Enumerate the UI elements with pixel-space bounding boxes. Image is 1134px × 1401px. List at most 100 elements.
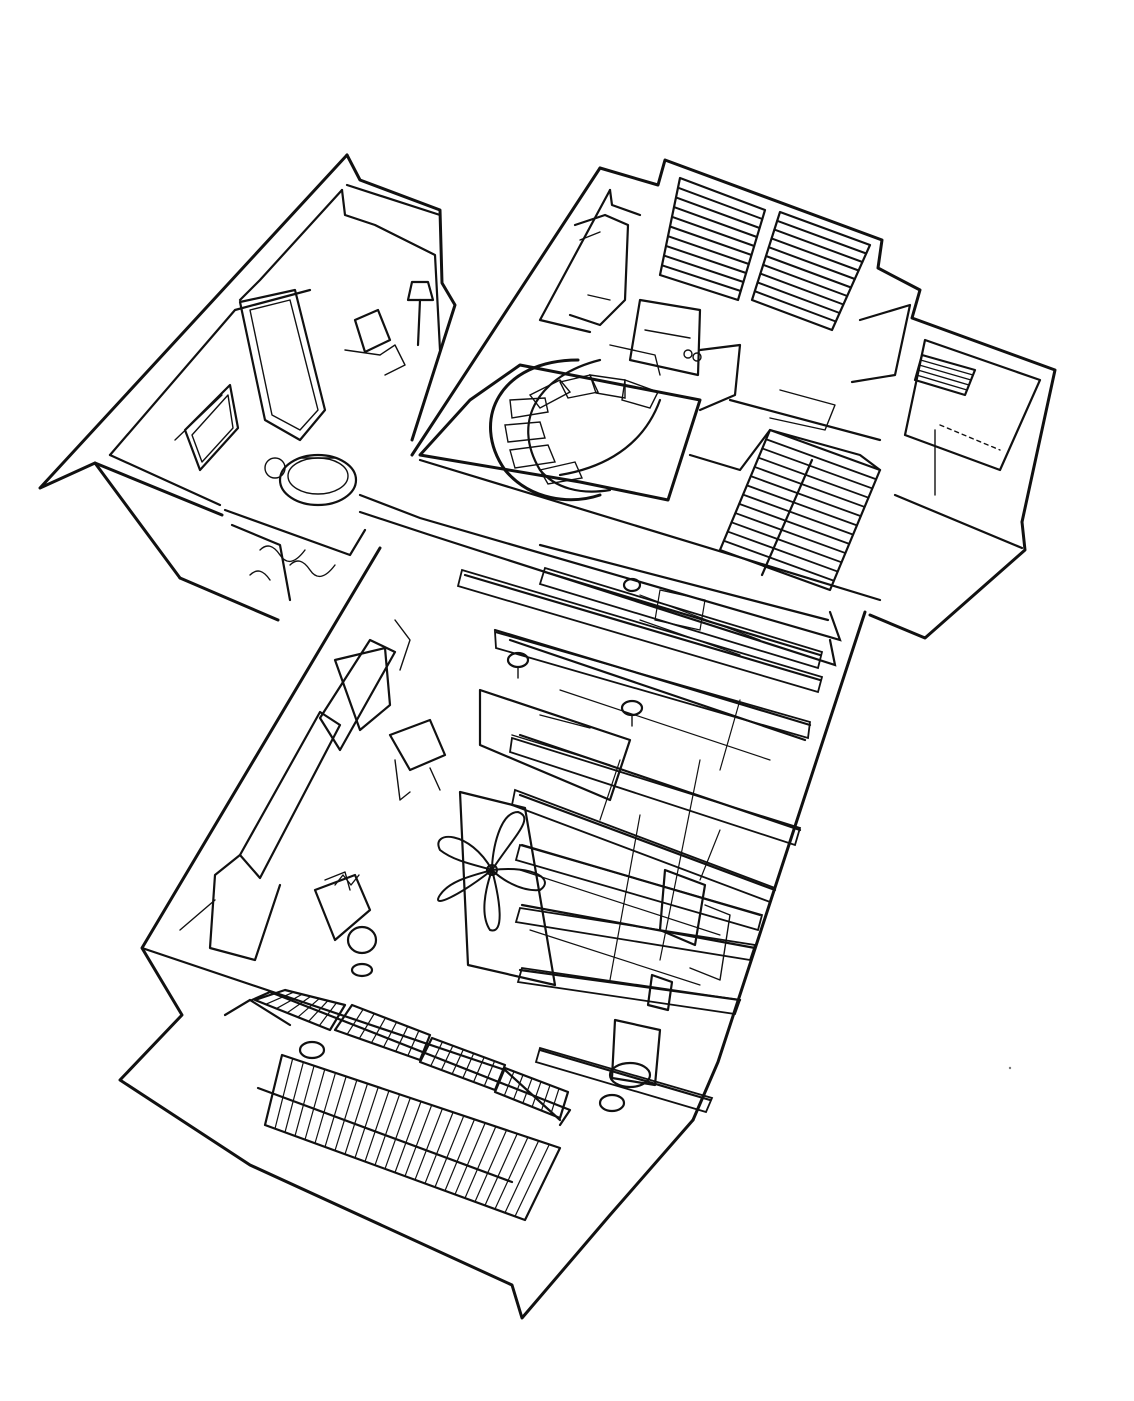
fan-blade — [437, 869, 493, 902]
floor-board — [274, 1057, 294, 1130]
floor-board — [314, 1072, 337, 1144]
fan-blade — [490, 810, 526, 874]
ceiling-beams — [358, 458, 882, 1114]
lounge-chair — [313, 871, 372, 942]
shutter-slat — [757, 456, 870, 499]
tile-line — [659, 759, 701, 961]
floor-lamp — [406, 280, 435, 347]
stair-tread — [558, 374, 600, 399]
corner-dot — [1008, 1066, 1012, 1070]
wall-picture — [174, 383, 240, 472]
shutter-slat — [663, 254, 745, 283]
tile-line — [639, 619, 741, 656]
stair-tread — [504, 421, 546, 443]
door-slat — [503, 1070, 515, 1097]
tall-cabinet — [238, 288, 327, 442]
shutter-slat — [722, 539, 835, 582]
shutter-slat — [770, 237, 860, 272]
shutter-slat — [761, 447, 874, 490]
shutter-slat — [746, 484, 858, 527]
dining-shutter-slats — [722, 438, 878, 582]
shutter-slat — [759, 272, 845, 306]
shutter-slat — [756, 281, 841, 314]
shutter-slat — [776, 219, 868, 255]
shutter-slat — [767, 246, 856, 280]
floor-board — [344, 1083, 369, 1155]
shutter-slat — [749, 475, 862, 518]
beam — [494, 630, 811, 740]
tile-line — [639, 594, 761, 641]
tile-line — [529, 929, 701, 986]
utility-room — [850, 303, 1042, 496]
stair-tread — [528, 379, 572, 409]
living-room-furniture — [298, 577, 731, 1113]
front-balcony — [250, 988, 572, 1222]
door-slat — [358, 1012, 375, 1040]
armchair — [344, 308, 406, 376]
shutter-slat — [673, 206, 758, 238]
central-partition — [688, 343, 882, 592]
floor-board — [374, 1093, 401, 1166]
door-slat — [297, 997, 320, 1018]
floor-board — [484, 1133, 518, 1206]
beam-edge — [418, 458, 882, 602]
fan-blade — [437, 836, 495, 872]
ink-layer — [38, 153, 1057, 1320]
floor-board — [334, 1079, 358, 1152]
beam-edge — [543, 570, 822, 657]
floor-board — [294, 1065, 315, 1137]
outer-wall-shell — [38, 153, 1057, 1320]
balcony-railing — [223, 508, 367, 602]
shutter-slat — [677, 186, 764, 220]
shutter-slat — [753, 466, 866, 508]
floor-board — [464, 1125, 497, 1199]
floor-board — [514, 1143, 550, 1217]
beam-edge — [538, 543, 830, 622]
door-slat — [462, 1052, 475, 1079]
long-table — [478, 688, 632, 802]
door-slat — [370, 1017, 387, 1044]
shutter-slat — [773, 228, 864, 263]
floor-board — [284, 1061, 304, 1133]
sofa-right — [608, 868, 731, 1089]
shutter-slat — [762, 263, 849, 297]
beam — [514, 843, 764, 932]
floor-board — [474, 1129, 508, 1203]
tile-line — [719, 699, 741, 771]
floor-board — [494, 1136, 529, 1210]
door-slat — [307, 1000, 329, 1023]
tile-line — [609, 814, 641, 981]
shutter-slat — [734, 512, 847, 554]
door-slat — [318, 1002, 338, 1027]
pendant-lamps — [298, 577, 644, 1113]
shutter-slat — [665, 244, 748, 274]
side-chair — [388, 718, 447, 801]
vent-slat — [918, 364, 972, 381]
vent-slat — [915, 374, 968, 391]
floor-board — [504, 1140, 540, 1214]
tile-box — [654, 589, 706, 631]
shutter-slat — [669, 225, 753, 256]
shutter-slat — [765, 255, 852, 289]
side-table — [346, 925, 378, 978]
kitchen — [538, 188, 702, 377]
shutter-slat — [675, 196, 761, 229]
door-slat — [382, 1021, 398, 1048]
floor-board — [304, 1068, 326, 1141]
door-slat — [275, 993, 303, 1010]
door-slat — [472, 1056, 485, 1083]
fan-blade — [483, 866, 501, 932]
beam-edge — [518, 793, 777, 892]
door-slat — [440, 1045, 454, 1071]
floor-board — [384, 1097, 411, 1170]
floor-board — [424, 1111, 454, 1185]
door-slat — [483, 1060, 496, 1087]
floor-board — [324, 1075, 347, 1148]
shutter-slat — [667, 235, 750, 265]
rug — [458, 790, 557, 987]
tile-line — [599, 759, 621, 821]
door-slat — [395, 1025, 409, 1053]
shutter-slat — [661, 264, 742, 292]
